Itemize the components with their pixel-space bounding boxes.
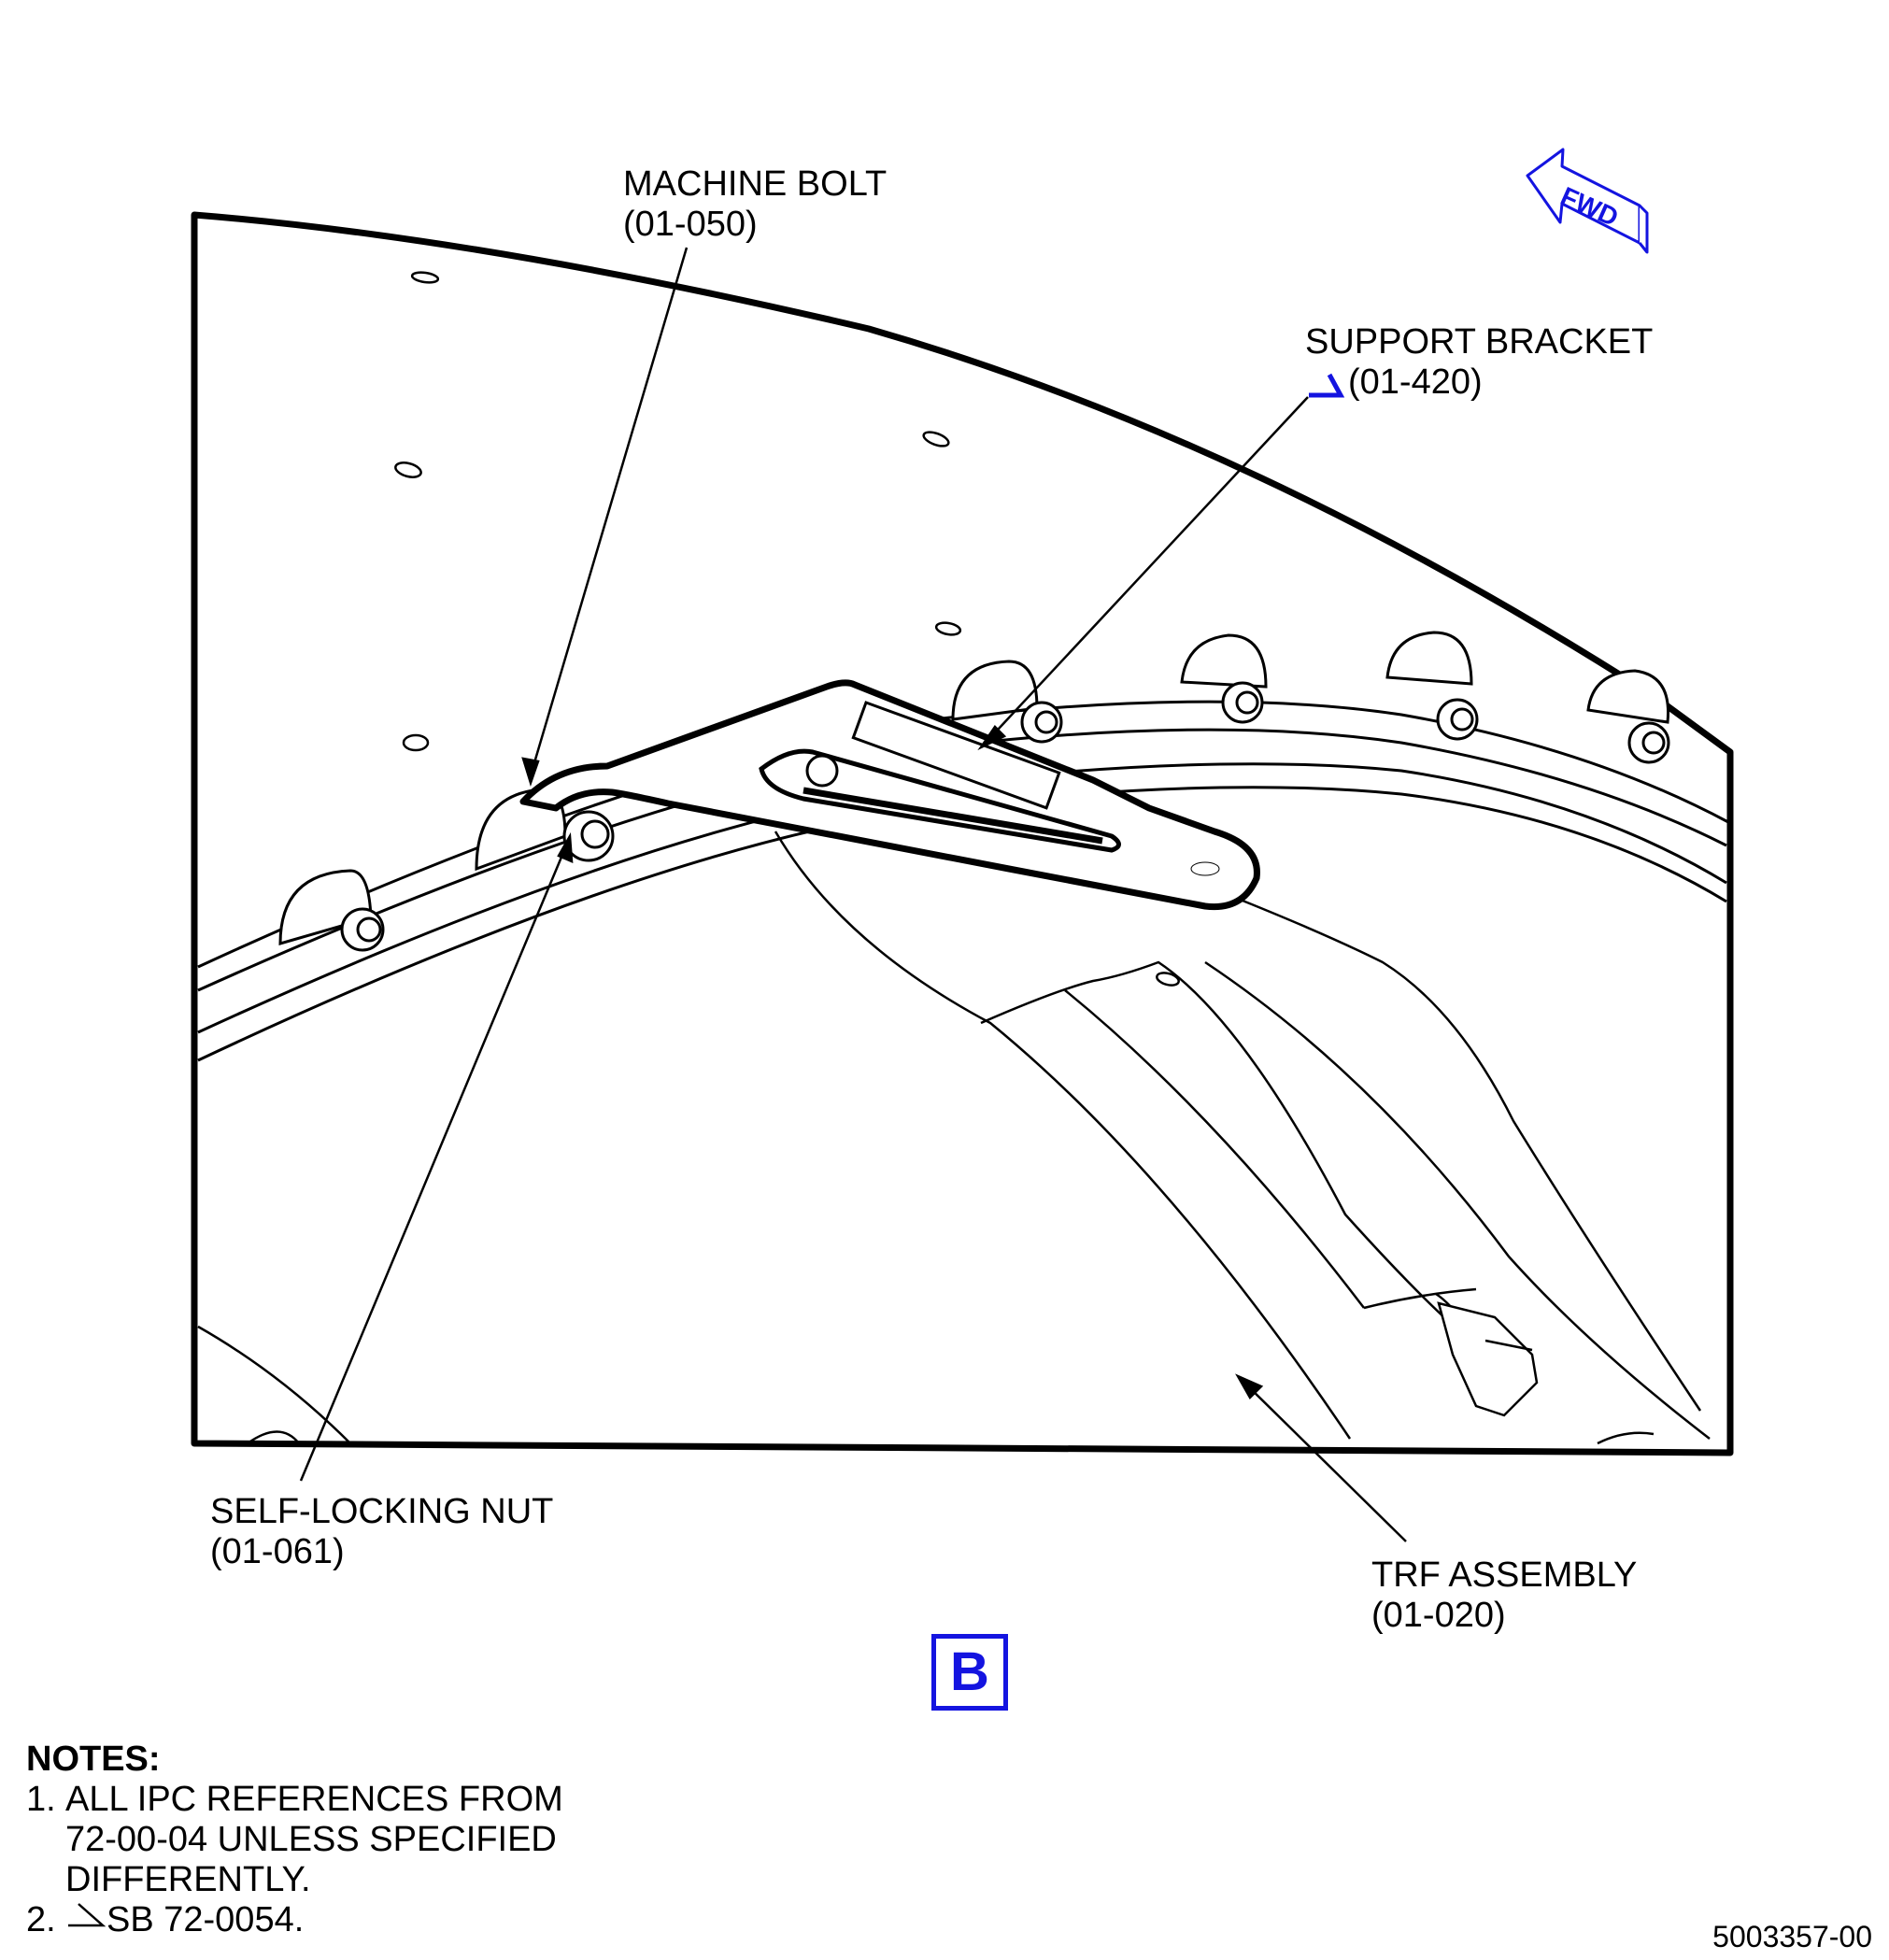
callout-self-locking-nut: SELF-LOCKING NUT (01-061)	[210, 1492, 553, 1572]
sb-triangle-icon	[68, 1903, 107, 1927]
callout-machine-bolt: MACHINE BOLT (01-050)	[623, 164, 887, 245]
callout-trf-assembly: TRF ASSEMBLY (01-020)	[1371, 1555, 1637, 1636]
panel-outline	[191, 211, 1734, 1456]
note-text: ALL IPC REFERENCES FROM 72-00-04 UNLESS …	[65, 1780, 563, 1899]
drawing-number: 5003357-00	[1712, 1920, 1872, 1953]
trf-clip	[1437, 1301, 1539, 1417]
note-item: 1. ALL IPC REFERENCES FROM 72-00-04 UNLE…	[26, 1780, 563, 1900]
notes-title: NOTES:	[26, 1740, 161, 1779]
panel-holes	[394, 271, 1180, 987]
callout-support-bracket: SUPPORT BRACKET (01-420)	[1305, 322, 1653, 403]
note-item: 2. SB 72-0054.	[26, 1900, 563, 1940]
callout-trf-assembly-name: TRF ASSEMBLY	[1371, 1555, 1638, 1595]
notes: NOTES: 1. ALL IPC REFERENCES FROM 72-00-…	[26, 1740, 563, 1940]
nuts	[340, 681, 1670, 952]
fwd-arrow	[1526, 148, 1649, 254]
sb-flag-icon	[1309, 373, 1345, 397]
callout-machine-bolt-ref: (01-050)	[623, 205, 758, 244]
view-label-badge: B	[931, 1634, 1008, 1711]
note-text: SB 72-0054.	[107, 1900, 305, 1939]
callout-trf-assembly-ref: (01-020)	[1371, 1596, 1506, 1635]
callout-self-locking-nut-name: SELF-LOCKING NUT	[210, 1492, 554, 1531]
support-bracket	[519, 679, 1260, 911]
trf-structure-lines	[197, 831, 1711, 1445]
callout-support-bracket-name: SUPPORT BRACKET	[1305, 322, 1654, 362]
callout-self-locking-nut-ref: (01-061)	[210, 1532, 345, 1571]
callout-support-bracket-ref: (01-420)	[1348, 362, 1483, 402]
leader-lines	[299, 247, 1407, 1542]
note-number: 2.	[26, 1900, 56, 1939]
ring-bosses	[278, 631, 1670, 945]
note-number: 1.	[26, 1780, 56, 1819]
callout-machine-bolt-name: MACHINE BOLT	[623, 164, 888, 204]
